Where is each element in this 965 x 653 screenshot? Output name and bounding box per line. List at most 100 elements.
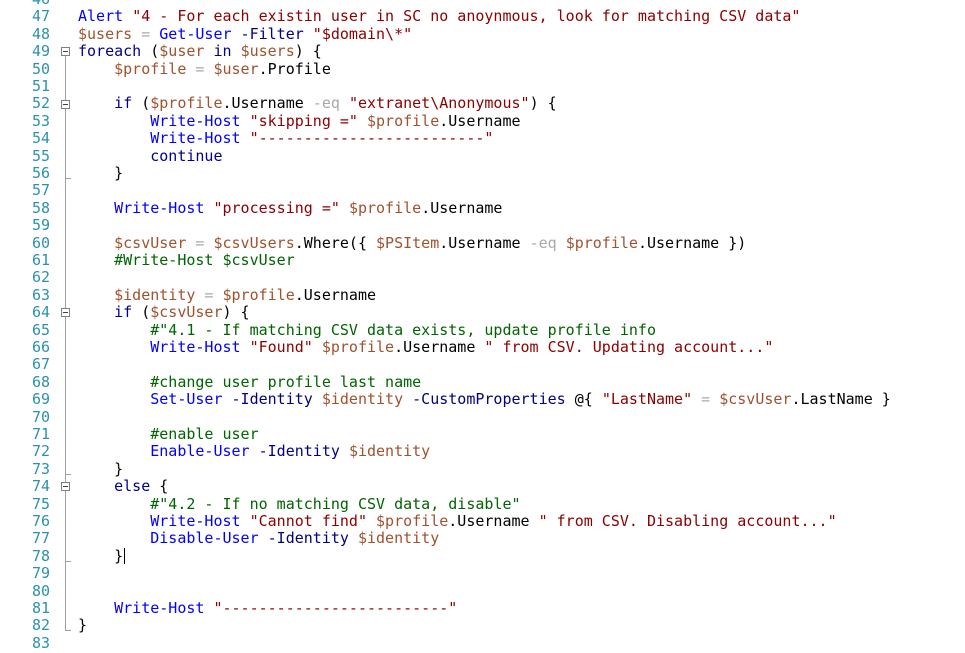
code-token-member: .Username <box>222 94 304 113</box>
code-token-operator: = <box>186 59 214 78</box>
code-token-string: "Cannot find" <box>240 512 377 530</box>
code-text[interactable]: $csvUser = $csvUsers.Where({ $PSItem.Use… <box>78 233 747 252</box>
code-line[interactable]: 52 if ($profile.Username -eq "extranet\A… <box>0 94 965 112</box>
line-number: 48 <box>31 24 50 43</box>
code-token-member: .Username }) <box>637 233 747 252</box>
code-text[interactable]: Alert "4 - For each existin user in SC n… <box>78 8 800 25</box>
code-token-operator: = <box>195 285 223 304</box>
code-line[interactable]: 50 $profile = $user.Profile <box>0 59 965 78</box>
code-line[interactable]: 60 $csvUser = $csvUsers.Where({ $PSItem.… <box>0 233 965 252</box>
code-text[interactable]: if ($profile.Username -eq "extranet\Anon… <box>78 95 557 112</box>
line-number: 57 <box>31 181 50 200</box>
code-text[interactable]: else { <box>78 477 168 495</box>
code-token-string: "extranet\Anonymous" <box>348 94 530 113</box>
code-text[interactable]: Write-Host "processing =" $profile.Usern… <box>78 199 502 217</box>
code-text[interactable]: } <box>78 617 87 634</box>
code-text[interactable]: if ($csvUser) { <box>78 303 249 322</box>
code-text[interactable]: foreach ($user in $users) { <box>78 42 322 60</box>
code-line[interactable]: 58 Write-Host "processing =" $profile.Us… <box>0 198 965 217</box>
folding-margin <box>58 0 76 653</box>
code-token-plain: ( <box>132 303 151 322</box>
code-token-variable: $csvUsers <box>213 233 295 252</box>
code-text[interactable]: } <box>78 460 123 478</box>
code-line[interactable]: 67 <box>0 355 965 373</box>
code-line[interactable]: 80 <box>0 582 965 600</box>
code-line[interactable]: 73 } <box>0 460 965 478</box>
code-line[interactable]: 63 $identity = $profile.Username <box>0 285 965 304</box>
code-line[interactable]: 70 <box>0 407 965 426</box>
code-token-keyword: if <box>78 94 133 113</box>
code-text[interactable]: Write-Host "Cannot find" $profile.Userna… <box>78 512 836 530</box>
code-text[interactable]: $profile = $user.Profile <box>78 59 331 78</box>
fold-guide-line <box>65 491 66 561</box>
code-line[interactable]: 59 <box>0 216 965 234</box>
code-token-variable: $identity <box>321 390 404 409</box>
code-line[interactable]: 81 Write-Host "-------------------------… <box>0 599 965 617</box>
code-text[interactable]: Enable-User -Identity $identity <box>78 443 430 460</box>
code-token-string: "-------------------------" <box>204 599 458 617</box>
code-token-variable: $PSItem <box>376 233 440 252</box>
code-line[interactable]: 55 continue <box>0 147 965 165</box>
code-line[interactable]: 76 Write-Host "Cannot find" $profile.Use… <box>0 512 965 530</box>
code-text[interactable]: } <box>78 164 123 182</box>
code-line[interactable]: 82} <box>0 616 965 634</box>
code-token-command: Write-Host <box>78 599 205 617</box>
code-line[interactable]: 72 Enable-User -Identity $identity <box>0 442 965 460</box>
collapse-toggle-icon[interactable] <box>61 308 70 318</box>
line-number: 70 <box>31 407 50 426</box>
code-text[interactable]: #"4.1 - If matching CSV data exists, upd… <box>78 321 656 339</box>
code-text[interactable]: Set-User -Identity $identity -CustomProp… <box>78 390 891 409</box>
code-text[interactable]: $users = Get-User -Filter "$domain\*" <box>78 24 412 43</box>
collapse-toggle-icon[interactable] <box>61 99 70 109</box>
code-line[interactable]: 68 #change user profile last name <box>0 373 965 391</box>
code-token-command: Set-User <box>78 390 223 409</box>
code-line[interactable]: 57 <box>0 181 965 200</box>
code-line[interactable]: 51 <box>0 77 965 95</box>
code-token-comment: #Write-Host $csvUser <box>78 251 295 269</box>
code-line[interactable]: 48 $users = Get-User -Filter "$domain\*" <box>0 24 965 43</box>
code-text[interactable]: Write-Host "Found" $profile.Username " f… <box>78 338 773 356</box>
line-number: 58 <box>31 198 50 217</box>
code-text[interactable]: } <box>78 547 126 565</box>
code-line[interactable]: 77 Disable-User -Identity $identity <box>0 529 965 547</box>
code-line[interactable]: 64 if ($csvUser) { <box>0 303 965 322</box>
collapse-toggle-icon[interactable] <box>61 482 70 492</box>
line-number: 61 <box>31 251 50 269</box>
code-line[interactable]: 83 <box>0 634 965 652</box>
code-text[interactable]: #enable user <box>78 425 258 443</box>
code-token-variable: $profile <box>150 94 223 113</box>
code-token-parameter: -Filter <box>231 24 304 43</box>
code-line[interactable]: 62 <box>0 268 965 287</box>
code-text[interactable]: #Write-Host $csvUser <box>78 251 295 269</box>
code-text[interactable]: #"4.2 - If no matching CSV data, disable… <box>78 495 520 513</box>
code-text[interactable]: #change user profile last name <box>78 373 421 391</box>
code-line[interactable]: 78 } <box>0 547 965 565</box>
code-line[interactable]: 74 else { <box>0 477 965 495</box>
code-line[interactable]: 66 Write-Host "Found" $profile.Username … <box>0 338 965 356</box>
code-line[interactable]: 53 Write-Host "skipping =" $profile.User… <box>0 112 965 130</box>
code-line[interactable]: 61 #Write-Host $csvUser <box>0 251 965 269</box>
code-line[interactable]: 79 <box>0 564 965 582</box>
code-token-member: .Username <box>448 512 530 530</box>
code-line[interactable]: 54 Write-Host "-------------------------… <box>0 129 965 147</box>
code-text[interactable]: Write-Host "-------------------------" <box>78 599 458 617</box>
code-token-member: .Profile <box>258 59 331 78</box>
code-line[interactable]: 46 <box>0 0 965 8</box>
fold-end-tick <box>65 630 71 632</box>
code-text[interactable]: Write-Host "-------------------------" <box>78 129 493 147</box>
code-line[interactable]: 65 #"4.1 - If matching CSV data exists, … <box>0 321 965 339</box>
code-text[interactable]: Write-Host "skipping =" $profile.Usernam… <box>78 112 520 130</box>
code-line[interactable]: 56 } <box>0 164 965 182</box>
code-text[interactable]: Disable-User -Identity $identity <box>78 530 439 547</box>
code-line[interactable]: 69 Set-User -Identity $identity -CustomP… <box>0 390 965 409</box>
code-token-parameter: -CustomProperties <box>403 390 566 409</box>
code-line[interactable]: 71 #enable user <box>0 425 965 443</box>
code-text[interactable]: $identity = $profile.Username <box>78 285 376 304</box>
line-number: 62 <box>31 268 50 287</box>
code-line[interactable]: 75 #"4.2 - If no matching CSV data, disa… <box>0 495 965 513</box>
code-text[interactable]: continue <box>78 147 222 165</box>
collapse-toggle-icon[interactable] <box>61 47 70 57</box>
